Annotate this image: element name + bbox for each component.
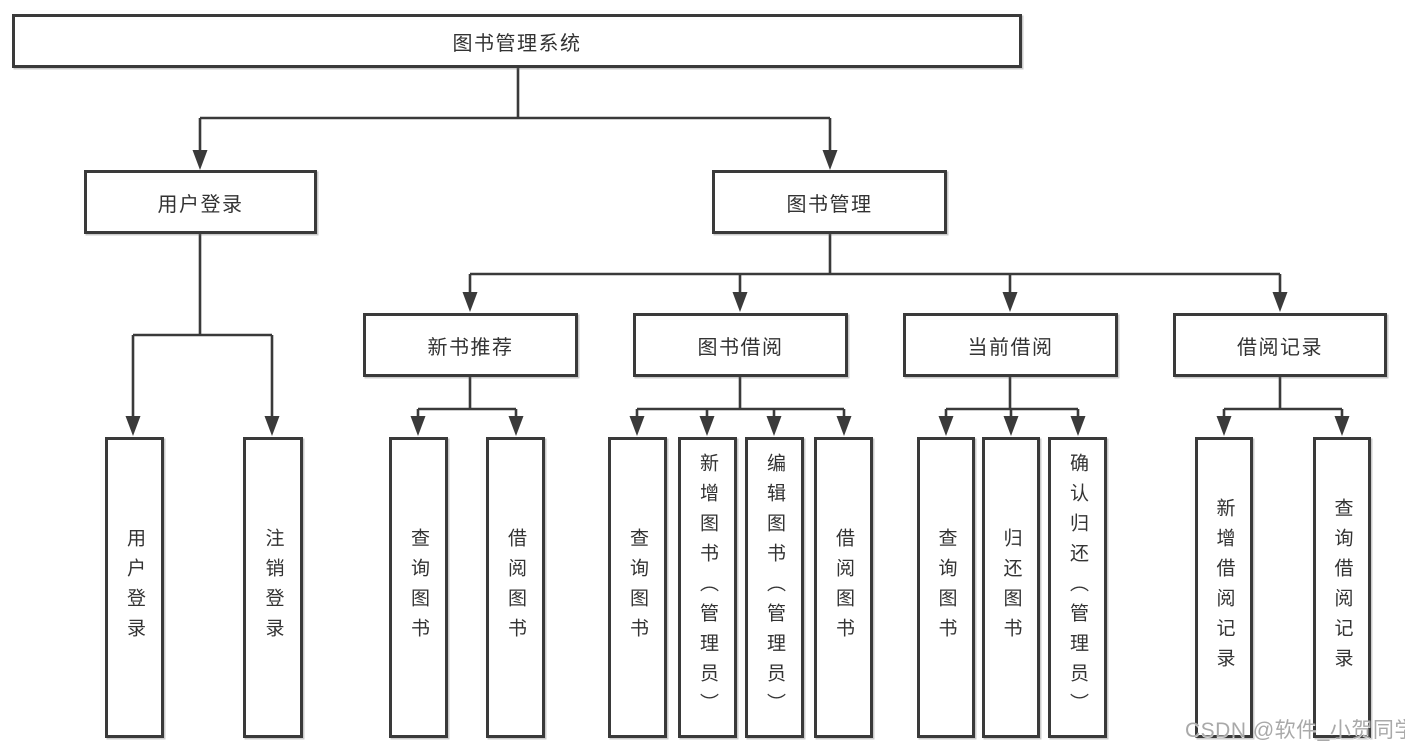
- node-label: 图书借阅: [697, 336, 784, 359]
- node-label: 图书管理系统: [452, 32, 582, 55]
- node-query-borrow-record: 查询借阅记录: [1313, 437, 1371, 738]
- node-label: 用户登录: [157, 193, 244, 216]
- csdn-watermark: CSDN @软件_小贺同学: [1185, 719, 1405, 742]
- node-label: 编辑图书（管理员）: [764, 452, 785, 723]
- node-add-book-admin: 新增图书（管理员）: [678, 437, 737, 738]
- node-borrowing-records: 借阅记录: [1173, 313, 1387, 377]
- node-edit-book-admin: 编辑图书（管理员）: [745, 437, 804, 738]
- arrowheads: [125, 150, 1350, 436]
- node-label: 借阅记录: [1237, 336, 1323, 359]
- node-label: 查询图书: [935, 527, 957, 648]
- node-label: 新增借阅记录: [1213, 497, 1235, 678]
- node-label: 新增图书（管理员）: [697, 452, 718, 723]
- node-library-management-system: 图书管理系统: [12, 14, 1022, 68]
- node-label: 查询图书: [627, 527, 648, 648]
- node-query-books-borrowing: 查询图书: [608, 437, 667, 738]
- node-label: 借阅图书: [833, 527, 854, 648]
- node-label: 图书管理: [786, 193, 873, 216]
- node-logout: 注销登录: [243, 437, 303, 738]
- node-label: 注销登录: [262, 527, 284, 648]
- node-borrow-books-recommend: 借阅图书: [486, 437, 545, 738]
- node-borrow-books-borrowing: 借阅图书: [814, 437, 873, 738]
- node-user-login: 用户登录: [105, 437, 164, 738]
- connector-paths: [131, 68, 1344, 420]
- node-label: 查询图书: [408, 527, 429, 648]
- node-user-login-group: 用户登录: [84, 170, 317, 234]
- node-label: 新书推荐: [427, 336, 514, 359]
- node-label: 用户登录: [124, 527, 145, 648]
- node-label: 借阅图书: [505, 527, 526, 648]
- node-query-books-recommend: 查询图书: [389, 437, 448, 738]
- node-confirm-return-admin: 确认归还（管理员）: [1048, 437, 1107, 738]
- node-label: 确认归还（管理员）: [1067, 452, 1088, 723]
- node-book-borrowing: 图书借阅: [633, 313, 848, 377]
- node-add-borrow-record: 新增借阅记录: [1195, 437, 1253, 738]
- node-current-borrowing: 当前借阅: [903, 313, 1118, 377]
- node-query-books-current: 查询图书: [917, 437, 975, 738]
- node-new-book-recommendation: 新书推荐: [363, 313, 578, 377]
- node-label: 当前借阅: [967, 336, 1054, 359]
- node-label: 查询借阅记录: [1331, 497, 1353, 678]
- node-return-book: 归还图书: [982, 437, 1040, 738]
- node-book-management: 图书管理: [712, 170, 947, 234]
- node-label: 归还图书: [1000, 527, 1022, 648]
